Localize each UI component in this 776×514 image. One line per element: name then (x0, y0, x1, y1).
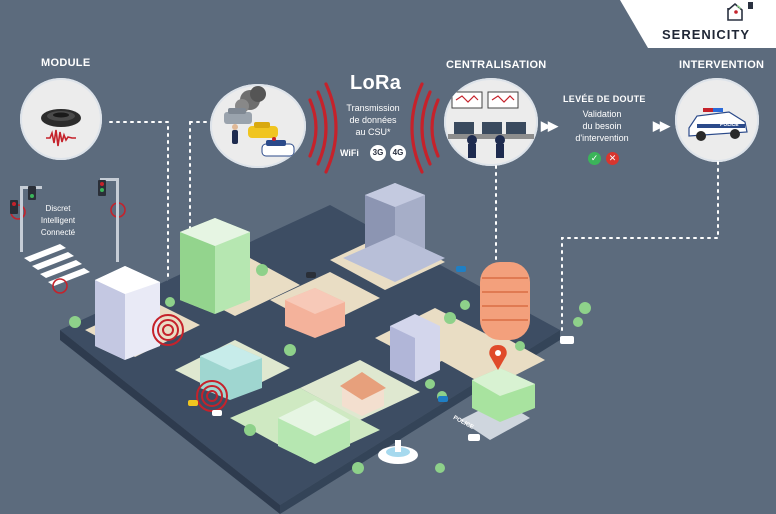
centralisation-circle (444, 78, 538, 166)
signal-waves-right (410, 82, 440, 174)
green-building (180, 218, 250, 314)
lora-logo: LoRa (350, 72, 402, 94)
traffic-light-icon (98, 178, 119, 262)
levee-desc-line: d'intervention (575, 133, 629, 143)
chevron-right-icon: ▶▶ (653, 118, 670, 133)
police-station-building (472, 368, 535, 422)
network-4g: 4G (390, 145, 406, 161)
lora-desc: Transmission de données au CSU* (338, 102, 408, 138)
traffic-light-icon (10, 186, 42, 252)
network-3g: 3G (370, 145, 386, 161)
step-label-centralisation: CENTRALISATION (446, 59, 547, 71)
orange-building (480, 262, 530, 340)
lora-desc-line: au CSU* (355, 127, 391, 137)
police-car-label: POLICE (720, 122, 739, 128)
location-pin-icon (489, 345, 507, 370)
feature-item: Intelligent (40, 216, 76, 225)
waveform-icon (46, 129, 76, 147)
brand-corner (620, 0, 776, 48)
step-label-levee: LEVÉE DE DOUTE (563, 94, 646, 104)
step-label-intervention: INTERVENTION (679, 59, 765, 71)
module-circle (20, 78, 102, 160)
check-icon: ✓ (588, 152, 601, 165)
cross-icon: ✕ (606, 152, 619, 165)
lora-desc-line: de données (349, 115, 397, 125)
town-hall-building (278, 400, 350, 464)
chevron-right-icon: ▶▶ (541, 118, 558, 133)
brand-name: SERENICITY (662, 27, 751, 42)
house-logo-icon (727, 2, 753, 21)
fountain (378, 440, 418, 464)
house-building (340, 372, 386, 416)
levee-desc: Validation du besoin d'intervention (562, 108, 642, 144)
incident-circle (210, 84, 306, 168)
intervention-circle (675, 78, 759, 162)
levee-desc-line: Validation (582, 109, 622, 119)
levee-desc-line: du besoin (582, 121, 622, 131)
tower-building (343, 183, 445, 282)
features-list: Discret Intelligent Connecté (28, 203, 88, 239)
network-wifi: WiFi (340, 148, 359, 158)
lavender-building (390, 314, 440, 382)
salmon-building (285, 288, 345, 338)
feature-item: Discret (45, 204, 71, 213)
signal-waves-left (308, 82, 338, 174)
feature-item: Connecté (40, 228, 76, 237)
lora-desc-line: Transmission (346, 103, 400, 113)
white-building (95, 266, 160, 360)
step-label-module: MODULE (41, 57, 91, 69)
